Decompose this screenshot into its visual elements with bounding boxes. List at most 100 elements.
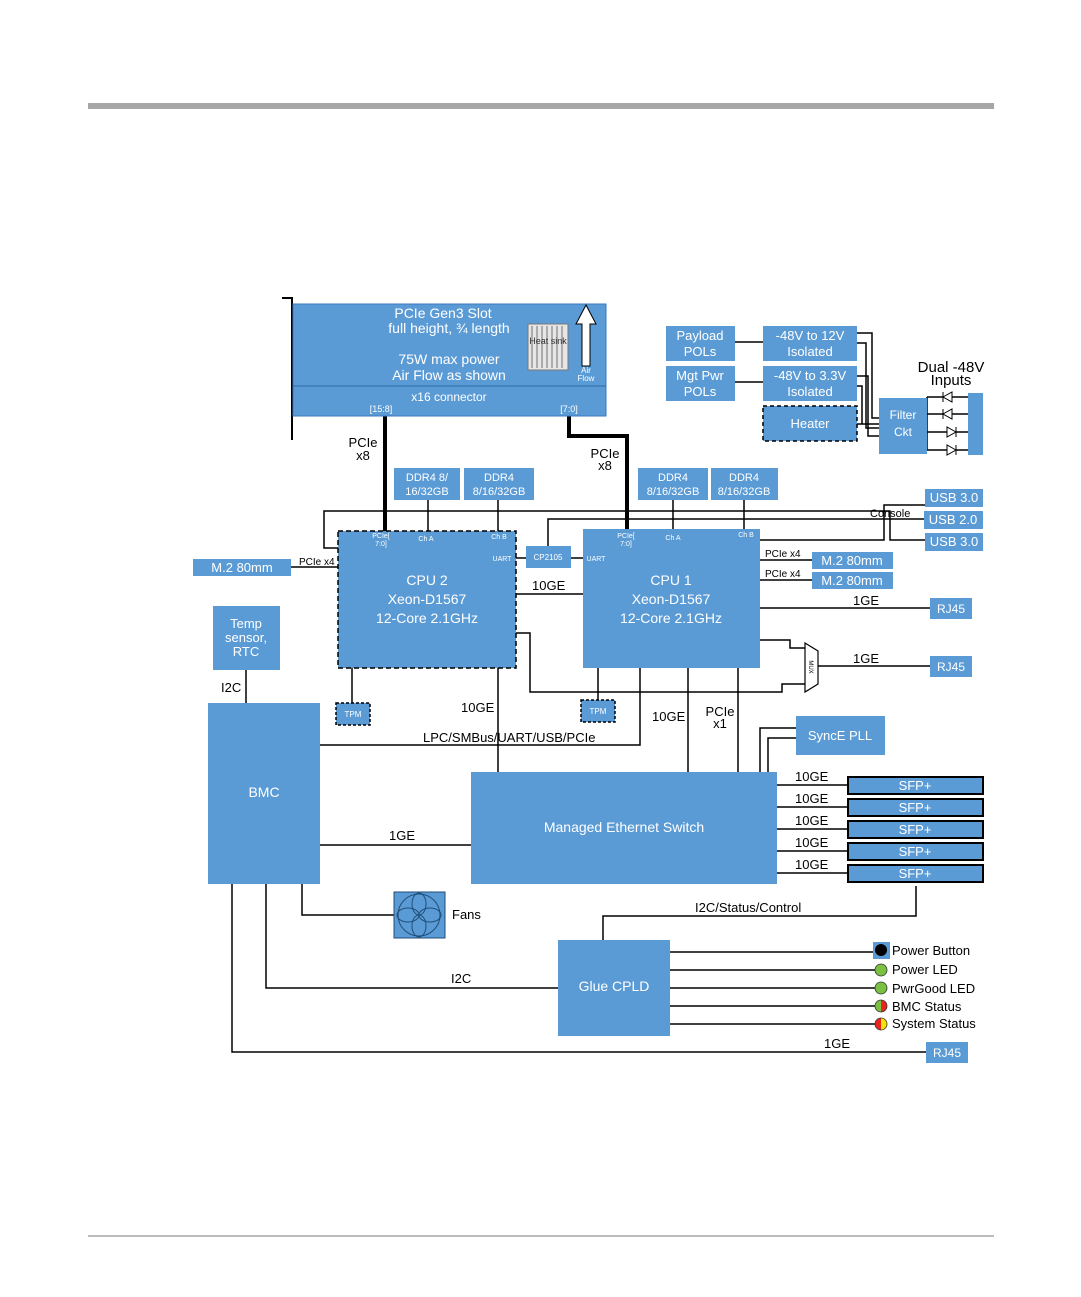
svg-text:SFP+: SFP+ — [899, 822, 932, 837]
heater-block — [762, 405, 858, 442]
rj45-ports: RJ45 RJ45 RJ45 — [926, 598, 972, 1063]
glue-cpld-label: Glue CPLD — [579, 978, 650, 994]
mgt-pwr-pols — [666, 366, 735, 401]
svg-text:POLs: POLs — [684, 384, 717, 399]
svg-text:Air: Air — [581, 366, 591, 375]
ethernet-switch — [471, 772, 777, 884]
svg-text:Ckt: Ckt — [894, 425, 913, 439]
svg-text:Ch B: Ch B — [738, 532, 754, 539]
header-rule — [88, 103, 994, 109]
svg-text:Ch A: Ch A — [665, 535, 681, 542]
svg-text:x1: x1 — [713, 716, 727, 731]
svg-text:10GE: 10GE — [795, 791, 829, 806]
svg-text:Console: Console — [870, 508, 910, 520]
bmc-label: BMC — [248, 784, 279, 800]
svg-text:x8: x8 — [598, 458, 612, 473]
pcie-slot-title: PCIe Gen3 Slot — [394, 305, 491, 321]
pcie-slot-power: 75W max power — [398, 351, 499, 367]
svg-text:SFP+: SFP+ — [899, 800, 932, 815]
converter-12v — [763, 326, 857, 361]
svg-text:I2C: I2C — [451, 971, 471, 986]
svg-text:RJ45: RJ45 — [937, 660, 965, 674]
svg-text:TPM: TPM — [345, 710, 362, 719]
svg-text:Heater: Heater — [790, 416, 830, 431]
svg-text:M.2 80mm: M.2 80mm — [211, 560, 272, 575]
svg-text:TPM: TPM — [590, 707, 607, 716]
usb30-port-1 — [925, 489, 983, 507]
svg-text:x8: x8 — [356, 448, 370, 463]
airflow-label: Flow — [578, 374, 595, 383]
svg-text:UART: UART — [493, 556, 513, 563]
usb30-port-2 — [925, 533, 983, 551]
cp2105-label: CP2105 — [534, 553, 563, 562]
svg-text:DDR4: DDR4 — [658, 472, 688, 484]
dual-48v-input-connector — [968, 393, 983, 455]
usb-ports: USB 3.0 USB 2.0 USB 3.0 — [924, 489, 983, 551]
indicators: Power Button Power LED PwrGood LED BMC S… — [873, 942, 976, 1031]
svg-text:8/16/32GB: 8/16/32GB — [718, 486, 771, 498]
airflow-arrow-icon: Air Flow — [575, 303, 597, 383]
svg-text:PCIe x4: PCIe x4 — [299, 557, 335, 568]
m2-modules: M.2 80mm M.2 80mm M.2 80mm — [193, 552, 893, 589]
svg-text:12-Core 2.1GHz: 12-Core 2.1GHz — [620, 610, 722, 626]
sfp-ports: SFP+ SFP+ SFP+ SFP+ SFP+ — [847, 776, 984, 883]
svg-text:I2C: I2C — [221, 680, 241, 695]
svg-text:Xeon-D1567: Xeon-D1567 — [632, 591, 711, 607]
svg-text:10GE: 10GE — [795, 813, 829, 828]
svg-text:RJ45: RJ45 — [933, 1046, 961, 1060]
power-led-icon — [874, 963, 888, 977]
tpm-cpu2 — [335, 702, 371, 726]
svg-text:Xeon-D1567: Xeon-D1567 — [388, 591, 467, 607]
power-section: Payload POLs Mgt Pwr POLs -48V to 12V Is… — [666, 326, 984, 455]
ddr-cpu2-b — [464, 468, 534, 500]
heat-sink-label: Heat sink — [529, 336, 567, 346]
svg-text:Payload: Payload — [677, 328, 724, 343]
svg-text:DDR4: DDR4 — [484, 472, 514, 484]
svg-text:10GE: 10GE — [795, 857, 829, 872]
svg-text:CPU 2: CPU 2 — [406, 572, 447, 588]
fans-label: Fans — [452, 907, 481, 922]
svg-text:POLs: POLs — [684, 344, 717, 359]
svg-text:RTC: RTC — [233, 644, 259, 659]
svg-text:10GE: 10GE — [795, 769, 829, 784]
pwrgood-led-icon — [874, 981, 888, 995]
usb20-port — [924, 511, 983, 529]
bmc-block — [208, 703, 320, 884]
svg-text:BMC Status: BMC Status — [892, 999, 962, 1014]
rj45-bmc — [926, 1042, 968, 1063]
svg-text:Isolated: Isolated — [787, 344, 833, 359]
svg-text:10GE: 10GE — [532, 578, 566, 593]
svg-text:M.2 80mm: M.2 80mm — [821, 553, 882, 568]
svg-text:Ch B: Ch B — [491, 534, 507, 541]
svg-text:8/16/32GB: 8/16/32GB — [647, 486, 700, 498]
svg-text:DDR4 8/: DDR4 8/ — [406, 472, 449, 484]
svg-text:8/16/32GB: 8/16/32GB — [473, 486, 526, 498]
ddr-modules: DDR4 8/ 16/32GB DDR4 8/16/32GB DDR4 8/16… — [394, 468, 778, 500]
svg-text:I2C/Status/Control: I2C/Status/Control — [695, 900, 801, 915]
tpm-cpu1 — [580, 699, 616, 723]
svg-text:CPU 1: CPU 1 — [650, 572, 691, 588]
m2-cpu1-b — [812, 572, 893, 589]
ddr-cpu2-a — [394, 468, 460, 500]
svg-text:USB 3.0: USB 3.0 — [930, 490, 978, 505]
svg-text:1GE: 1GE — [824, 1036, 850, 1051]
filter-ckt — [879, 398, 927, 454]
svg-text:LPC/SMBus/UART/USB/PCIe: LPC/SMBus/UART/USB/PCIe — [423, 730, 595, 745]
diode-array — [926, 391, 968, 456]
svg-text:PCIe: PCIe — [591, 446, 620, 461]
svg-text:7:0]: 7:0] — [620, 541, 632, 548]
svg-text:PCIe[: PCIe[ — [617, 533, 635, 540]
bmc-status-led-icon — [874, 999, 888, 1013]
connection-lines — [231, 332, 968, 1053]
svg-text:MUX: MUX — [807, 660, 813, 673]
svg-text:Power LED: Power LED — [892, 962, 958, 977]
pcie-slot-airflow: Air Flow as shown — [392, 367, 506, 383]
cpu2-block: CPU 2 Xeon-D1567 12-Core 2.1GHz PCIe[ 7:… — [337, 530, 517, 669]
svg-text:SFP+: SFP+ — [899, 778, 932, 793]
temp-sensor-rtc — [213, 606, 280, 670]
svg-text:System Status: System Status — [892, 1016, 976, 1031]
svg-text:16/32GB: 16/32GB — [405, 486, 448, 498]
ethernet-mux — [804, 641, 819, 694]
heat-sink-icon: Heat sink — [527, 323, 569, 371]
